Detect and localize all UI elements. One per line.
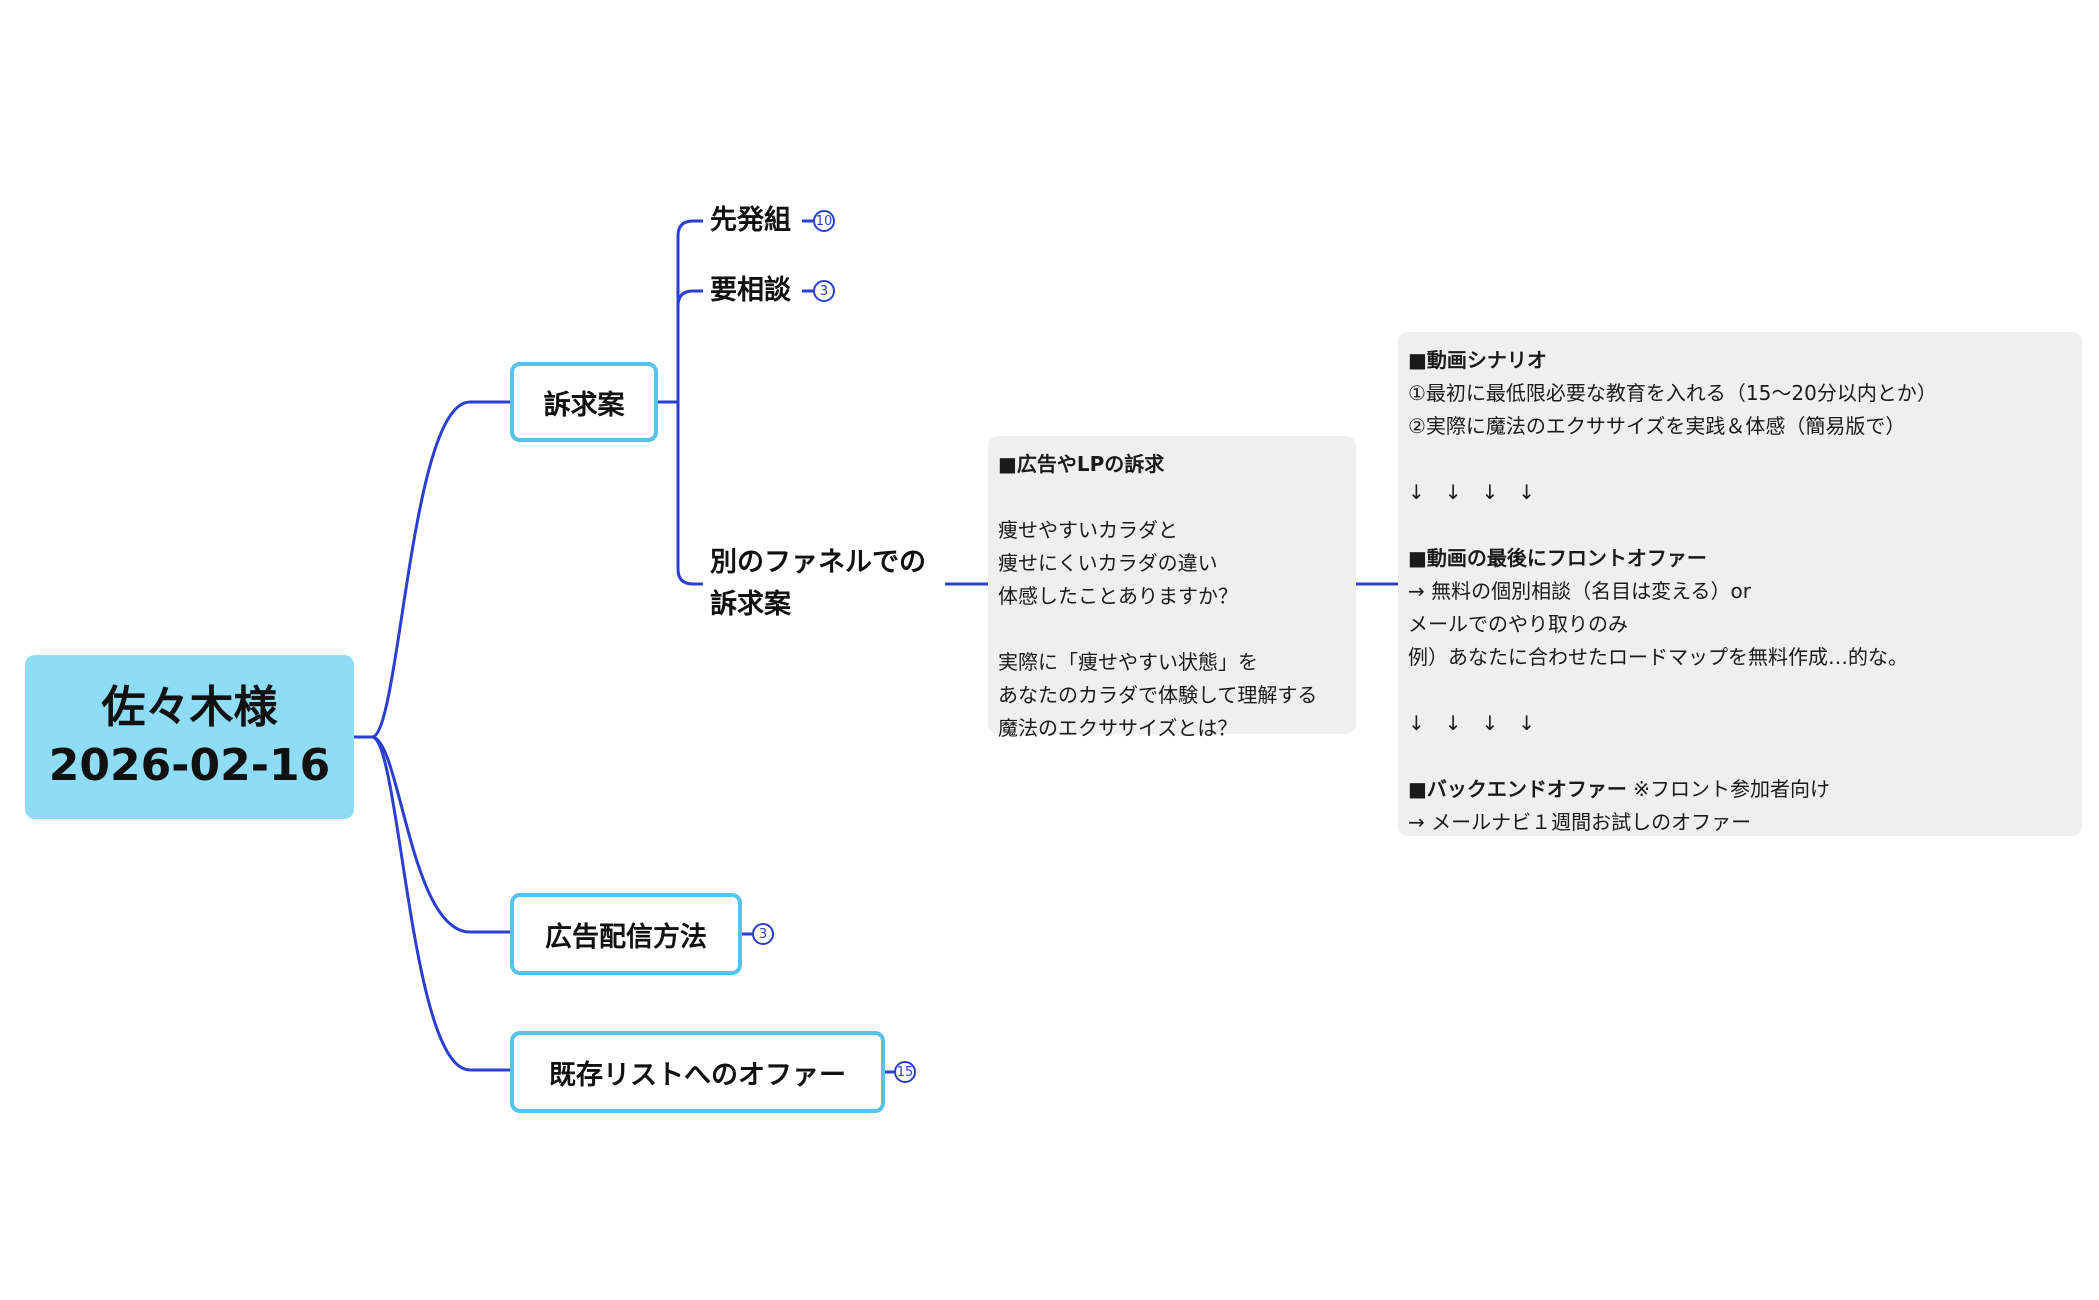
note-video-heading: ■動画シナリオ [1408, 348, 1547, 372]
root-date: 2026-02-16 [48, 740, 331, 791]
note-video-scenario[interactable]: ■動画シナリオ ①最初に最低限必要な教育を入れる（15〜20分以内とか） ②実際… [1398, 332, 2082, 836]
note-video-line: ①最初に最低限必要な教育を入れる（15〜20分以内とか） [1408, 381, 1937, 405]
node-other-funnel-line1: 別のファネルでの [710, 547, 926, 578]
note-video-line: 例）あなたに合わせたロードマップを無料作成…的な。 [1408, 645, 1908, 669]
collapsed-count-badge-existing[interactable]: 15 [894, 1061, 916, 1083]
down-arrows: ↓ ↓ ↓ ↓ [1408, 480, 1536, 504]
note-video-line: → 無料の個別相談（名目は変える）or [1408, 579, 1751, 603]
note-ad-line: 実際に「痩せやすい状態」を [998, 650, 1258, 674]
down-arrows: ↓ ↓ ↓ ↓ [1408, 711, 1536, 735]
node-existing-label: 既存リストへのオファー [549, 1059, 846, 1091]
connector-root-ads [354, 735, 510, 934]
note-ad-line: あなたのカラダで体験して理解する [998, 683, 1318, 707]
collapsed-count-badge-consult[interactable]: 3 [813, 280, 835, 302]
node-appeal[interactable]: 訴求案 [510, 362, 658, 442]
note-ad-line: 魔法のエクササイズとは？ [998, 716, 1238, 740]
node-other-funnel-line2: 訴求案 [710, 589, 791, 620]
connector-appeal-consult [676, 289, 703, 402]
note-video-line: ②実際に魔法のエクササイズを実践＆体感（簡易版で） [1408, 414, 1906, 438]
note-ad-lp-appeal[interactable]: ■広告やLPの訴求 痩せやすいカラダと 痩せにくいカラダの違い 体感したことあり… [988, 436, 1356, 740]
note-backend-suffix: ※フロント参加者向け [1626, 777, 1831, 801]
note-ad-line: 痩せやすいカラダと [998, 518, 1178, 542]
node-ads[interactable]: 広告配信方法 [510, 893, 742, 975]
node-ads-label: 広告配信方法 [545, 921, 707, 953]
root-title: 佐々木様 [101, 682, 278, 733]
node-needs-consult[interactable]: 要相談 [710, 275, 791, 306]
note-backend-heading: ■バックエンドオファー [1408, 777, 1627, 801]
note-video-line: メールでのやり取りのみ [1408, 612, 1628, 636]
node-appeal-label: 訴求案 [543, 389, 625, 421]
note-ad-heading: ■広告やLPの訴求 [998, 452, 1165, 476]
note-ad-line: 痩せにくいカラダの違い [998, 551, 1218, 575]
collapsed-count-badge-ads[interactable]: 3 [752, 923, 774, 945]
connector-root-appeal [354, 400, 510, 739]
connector-root-existing [354, 735, 510, 1072]
note-video-line: → メールナビ１週間お試しのオファー [1408, 810, 1752, 834]
collapsed-count-badge-early[interactable]: 10 [813, 210, 835, 232]
note-front-offer-heading: ■動画の最後にフロントオファー [1408, 546, 1707, 570]
note-ad-line: 体感したことありますか？ [998, 584, 1238, 608]
connector-appeal-funnel [676, 402, 703, 586]
note-backend-offer-heading-row: ■バックエンドオファー ※フロント参加者向け [1408, 773, 2072, 806]
connector-appeal-early [658, 219, 703, 404]
node-early-group[interactable]: 先発組 [710, 205, 791, 236]
node-existing-list-offer[interactable]: 既存リストへのオファー [510, 1031, 885, 1113]
node-other-funnel[interactable]: 別のファネルでの 訴求案 [710, 542, 926, 626]
root-node[interactable]: 佐々木様 2026-02-16 [25, 655, 354, 819]
